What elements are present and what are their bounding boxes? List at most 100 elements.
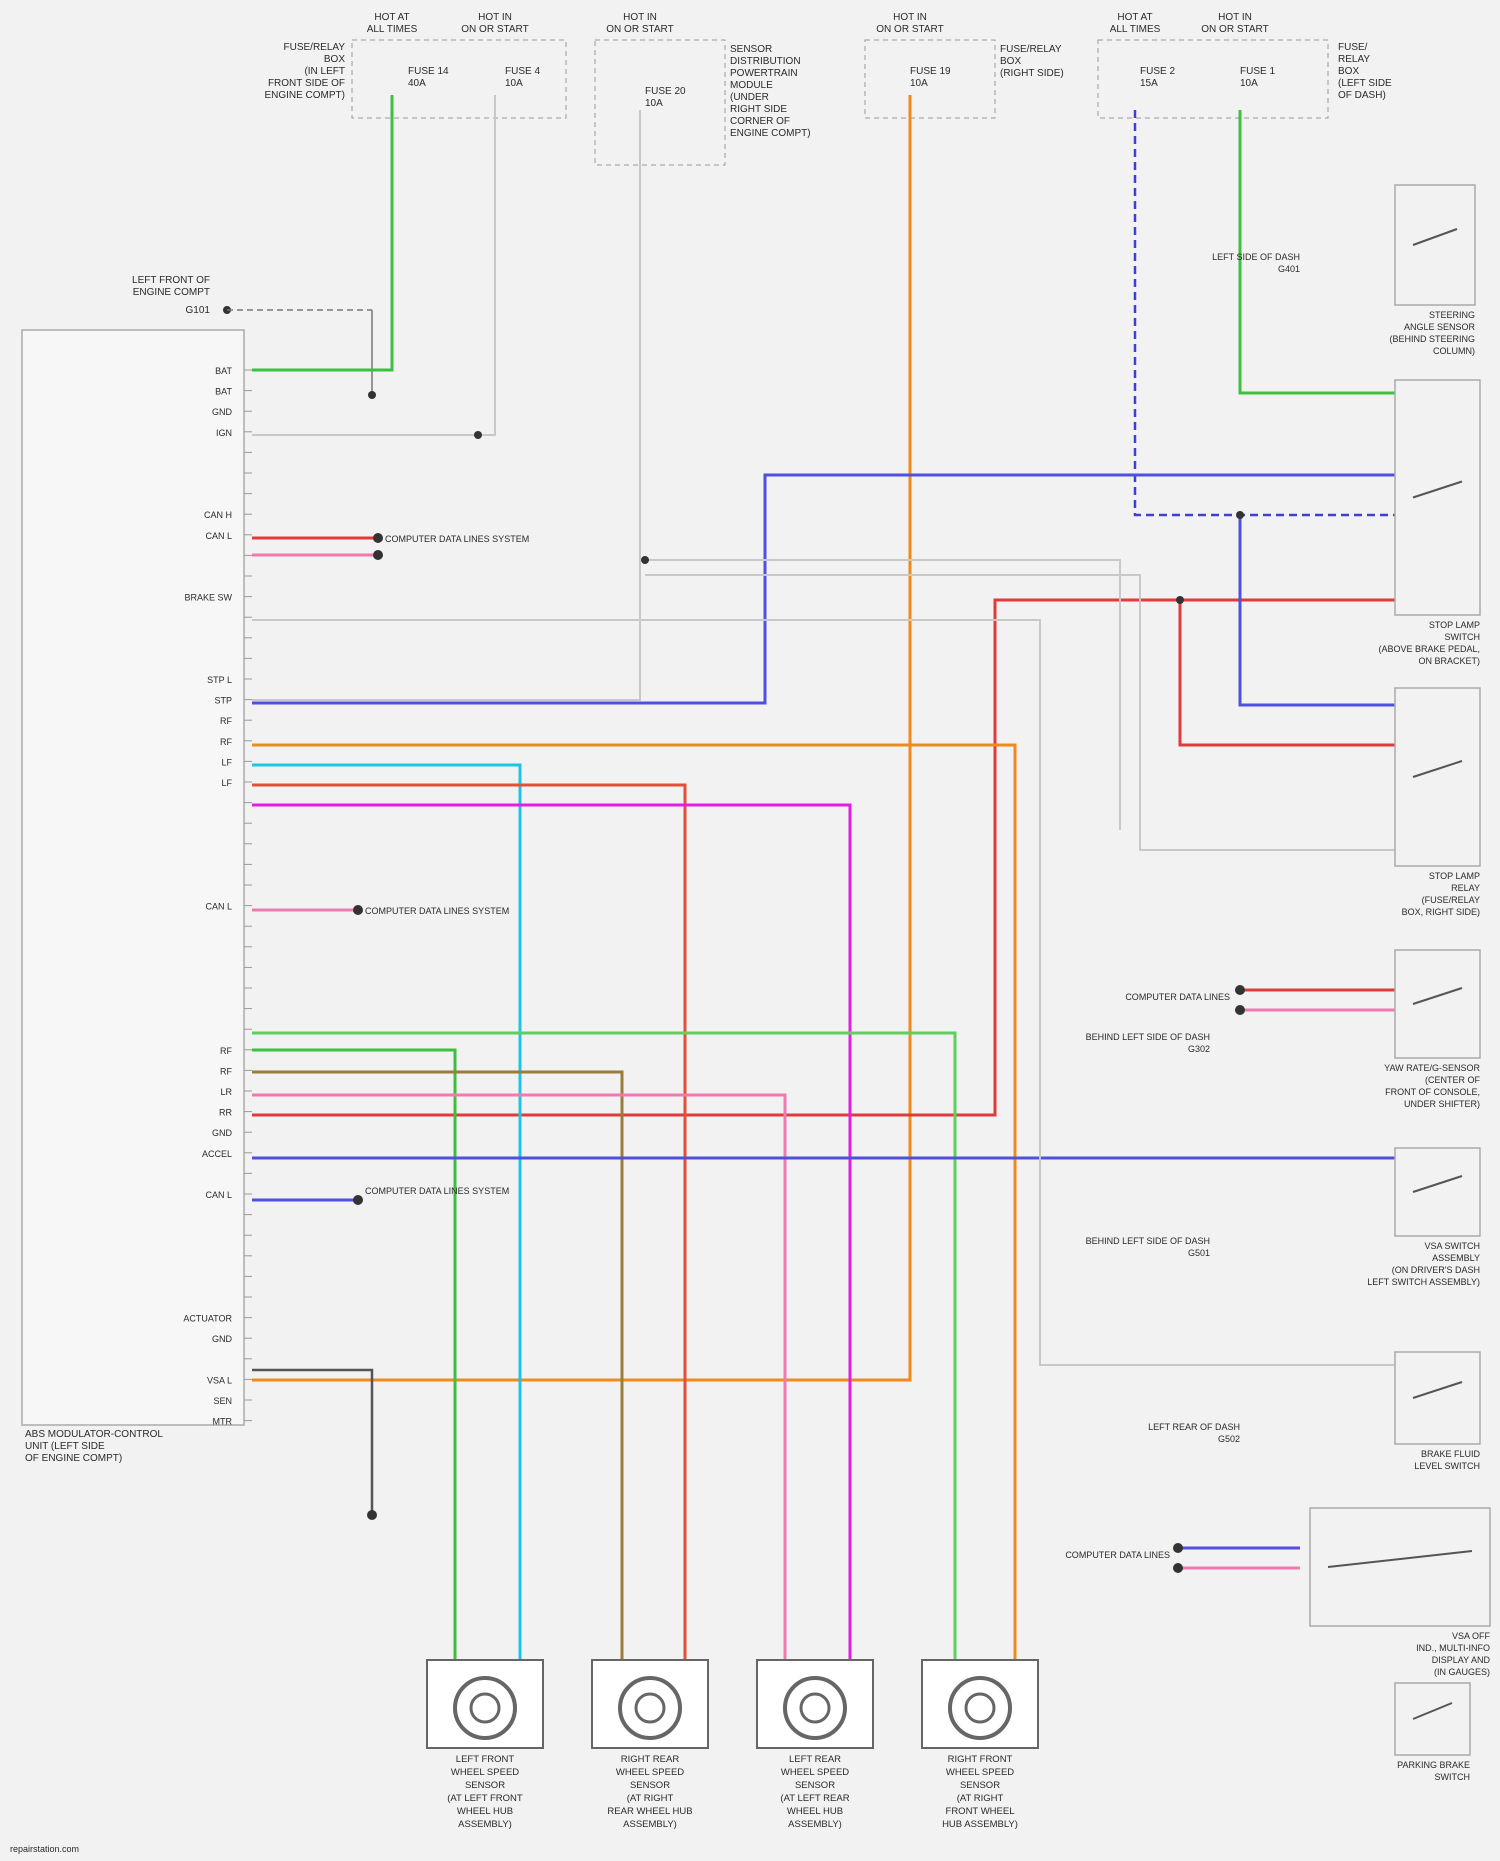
pin-label: STP [214, 696, 232, 706]
component-label: VSA SWITCH [1424, 1241, 1480, 1251]
component-label: ANGLE SENSOR [1404, 322, 1476, 332]
component-label: BOX, RIGHT SIDE) [1402, 907, 1480, 917]
pin-label: RR [219, 1108, 232, 1118]
svg-text:FRONT SIDE OF: FRONT SIDE OF [268, 78, 345, 89]
pin-label: GND [212, 1334, 233, 1344]
pin-label: GND [212, 1128, 233, 1138]
splice [1176, 596, 1184, 604]
splice [474, 431, 482, 439]
fuse-number: FUSE 4 [505, 66, 540, 77]
component-label: (BEHIND STEERING [1389, 334, 1475, 344]
svg-text:HOT IN: HOT IN [623, 12, 657, 23]
pin-label: BAT [215, 366, 232, 376]
svg-text:(UNDER: (UNDER [730, 92, 769, 103]
splice [1236, 511, 1244, 519]
sensor-label: RIGHT REAR [621, 1754, 680, 1765]
pin-label: IGN [216, 428, 232, 438]
pin-label: CAN L [205, 531, 232, 541]
pin-label: LF [221, 757, 232, 767]
component-label: YAW RATE/G-SENSOR [1384, 1063, 1480, 1073]
svg-text:ON OR START: ON OR START [1201, 24, 1268, 35]
svg-text:RELAY: RELAY [1338, 54, 1370, 65]
fuse-label: HOT AT [374, 12, 409, 23]
sensor-body [757, 1660, 873, 1748]
pin-label: VSA L [207, 1375, 232, 1385]
pin-label: LR [220, 1087, 232, 1097]
svg-text:FUSE 19: FUSE 19 [910, 66, 951, 77]
pin-label: STP L [207, 675, 232, 685]
svg-text:LEFT SIDE OF DASH: LEFT SIDE OF DASH [1212, 252, 1300, 262]
fuse-amps: 10A [505, 78, 523, 89]
svg-text:G101: G101 [186, 305, 211, 316]
svg-text:HOT AT: HOT AT [1117, 12, 1152, 23]
sensor-label: (AT LEFT FRONT [447, 1793, 523, 1804]
component-label: ASSEMBLY [1432, 1253, 1480, 1263]
svg-text:ENGINE COMPT): ENGINE COMPT) [264, 90, 345, 101]
sensor-label: WHEEL SPEED [451, 1767, 519, 1778]
sensor-label: HUB ASSEMBLY) [942, 1819, 1018, 1830]
fuse-number: FUSE 14 [408, 66, 449, 77]
svg-text:MODULE: MODULE [730, 80, 773, 91]
svg-text:COMPUTER DATA LINES: COMPUTER DATA LINES [1125, 992, 1230, 1002]
svg-text:(IN LEFT: (IN LEFT [304, 66, 345, 77]
pin-label: ACTUATOR [183, 1314, 232, 1324]
splice [353, 1195, 363, 1205]
sensor-label: (AT RIGHT [957, 1793, 1004, 1804]
sensor-label: (AT LEFT REAR [780, 1793, 849, 1804]
component-label: STOP LAMP [1429, 620, 1480, 630]
svg-text:(RIGHT SIDE): (RIGHT SIDE) [1000, 68, 1064, 79]
svg-text:G401: G401 [1278, 264, 1300, 274]
sensor-label: SENSOR [960, 1780, 1000, 1791]
pin-label: MTR [213, 1417, 233, 1427]
sensor-label: ASSEMBLY) [788, 1819, 842, 1830]
sensor-label: ASSEMBLY) [623, 1819, 677, 1830]
sensor-label: WHEEL SPEED [781, 1767, 849, 1778]
svg-text:HOT IN: HOT IN [893, 12, 927, 23]
fuse-amps: 40A [408, 78, 426, 89]
component-label: RELAY [1451, 883, 1480, 893]
svg-text:FUSE 20: FUSE 20 [645, 86, 686, 97]
sensor-label: REAR WHEEL HUB [607, 1806, 692, 1817]
svg-text:COMPUTER DATA LINES: COMPUTER DATA LINES [1065, 1550, 1170, 1560]
sensor-label: LEFT FRONT [456, 1754, 515, 1765]
component-label: (ABOVE BRAKE PEDAL, [1378, 644, 1480, 654]
svg-text:10A: 10A [910, 78, 928, 89]
svg-text:10A: 10A [645, 98, 663, 109]
svg-text:G501: G501 [1188, 1248, 1210, 1258]
svg-text:LEFT REAR OF DASH: LEFT REAR OF DASH [1148, 1422, 1240, 1432]
svg-text:ON OR START: ON OR START [876, 24, 943, 35]
component-label: STEERING [1429, 310, 1475, 320]
pin-label: RF [220, 1066, 232, 1076]
sensor-body [427, 1660, 543, 1748]
pin-label: ACCEL [202, 1149, 232, 1159]
component-label: (CENTER OF [1425, 1075, 1481, 1085]
svg-text:(LEFT SIDE: (LEFT SIDE [1338, 78, 1392, 89]
component-label: LEVEL SWITCH [1414, 1461, 1480, 1471]
pin-label: RF [220, 737, 232, 747]
component-label: DISPLAY AND [1432, 1655, 1491, 1665]
component-label: (FUSE/RELAY [1422, 895, 1480, 905]
svg-text:FUSE/RELAY: FUSE/RELAY [1000, 44, 1062, 55]
svg-text:10A: 10A [1240, 78, 1258, 89]
svg-text:BOX: BOX [1000, 56, 1021, 67]
svg-text:CORNER OF: CORNER OF [730, 116, 790, 127]
splice [1235, 985, 1245, 995]
svg-text:ABS MODULATOR-CONTROL: ABS MODULATOR-CONTROL [25, 1429, 163, 1440]
fuse-label: ALL TIMES [367, 24, 418, 35]
sensor-body [922, 1660, 1038, 1748]
pin-label: BRAKE SW [184, 593, 232, 603]
svg-text:ENGINE COMPT: ENGINE COMPT [133, 287, 210, 298]
sensor-label: (AT RIGHT [627, 1793, 674, 1804]
component-label: LEFT SWITCH ASSEMBLY) [1367, 1277, 1480, 1287]
component-label: ON BRACKET) [1418, 656, 1480, 666]
svg-text:BOX: BOX [324, 54, 345, 65]
splice [1173, 1563, 1183, 1573]
pin-label: GND [212, 407, 233, 417]
svg-text:DISTRIBUTION: DISTRIBUTION [730, 56, 801, 67]
sensor-label: ASSEMBLY) [458, 1819, 512, 1830]
component-label: BRAKE FLUID [1421, 1449, 1481, 1459]
pin-label: LF [221, 778, 232, 788]
sensor-label: WHEEL HUB [457, 1806, 513, 1817]
